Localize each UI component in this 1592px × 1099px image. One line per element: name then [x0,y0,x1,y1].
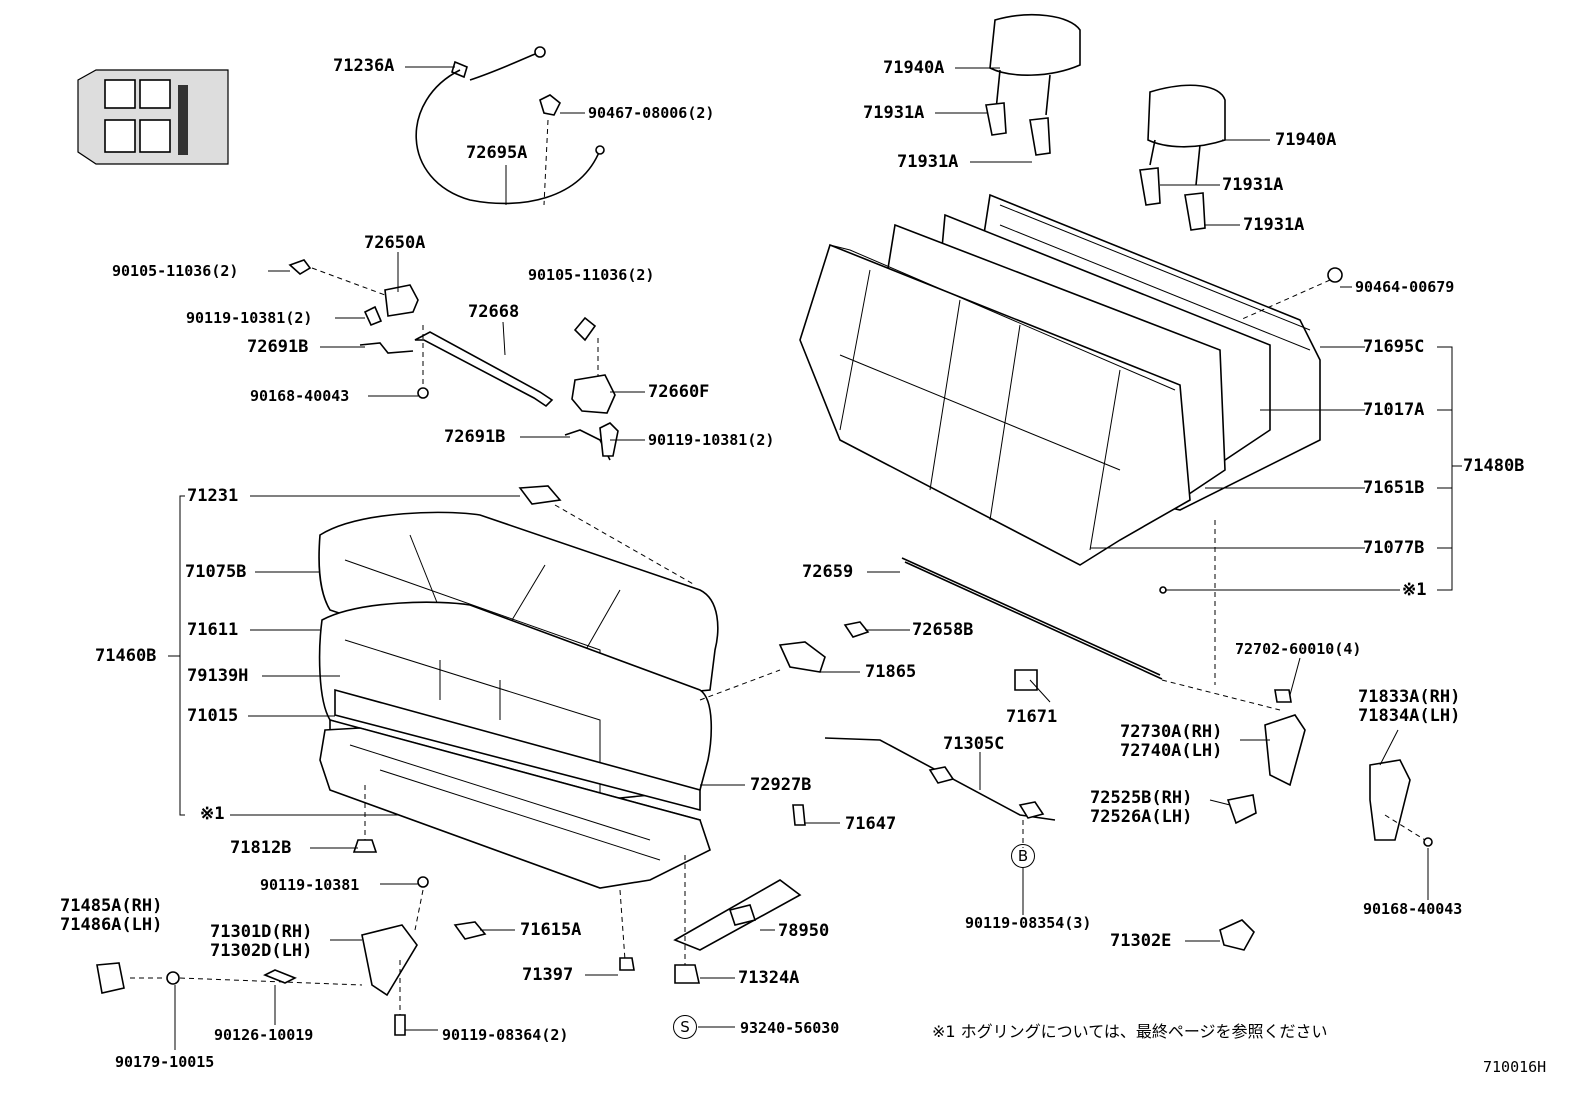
label-71017A: 71017A [1363,400,1425,420]
label-71931A-3: 71931A [1222,175,1284,195]
rod-72659 [901,557,1281,711]
hinge-assembly-right [564,316,619,461]
seat-back-assembly [799,193,1343,685]
label-71075B: 71075B [185,562,247,582]
label-90119-08364: 90119-08364(2) [442,1026,569,1044]
label-71302E: 71302E [1110,931,1172,951]
label-ref1-upper: ※1 [1402,580,1427,600]
label-71231: 71231 [187,486,239,506]
label-72658B: 72658B [912,620,974,640]
label-71931A-4: 71931A [1243,215,1305,235]
label-71833A: 71833A(RH) [1358,687,1461,707]
label-71486A: 71486A(LH) [60,915,163,935]
label-71302D: 71302D(LH) [210,941,313,961]
label-72525B: 72525B(RH) [1090,788,1193,808]
label-90119-10381-lower: 90119-10381(2) [648,431,775,449]
label-71611: 71611 [187,620,239,640]
label-71324A: 71324A [738,968,800,988]
circled-b-marker: B [1011,844,1035,868]
label-71671: 71671 [1006,707,1058,727]
label-90105-11036-right: 90105-11036(2) [528,266,655,284]
leader-lines [168,66,1462,1050]
figure-code: 710016H [1483,1058,1547,1076]
label-90464-00679: 90464-00679 [1355,278,1455,296]
label-71460B: 71460B [95,646,157,666]
label-71834A: 71834A(LH) [1358,706,1461,726]
label-72691B-lower: 72691B [444,427,506,447]
label-72650A: 72650A [364,233,426,253]
label-71651B: 71651B [1363,478,1425,498]
label-90105-11036-left: 90105-11036(2) [112,262,239,280]
label-71485A: 71485A(RH) [60,896,163,916]
label-ref1-lower: ※1 [200,804,225,824]
label-71931A-1: 71931A [863,103,925,123]
label-72660F: 72660F [648,382,710,402]
label-72740A: 72740A(LH) [1120,741,1223,761]
label-93240-56030: 93240-56030 [740,1019,840,1037]
label-72695A: 72695A [466,143,528,163]
label-72691B-upper: 72691B [247,337,309,357]
seat-location-thumbnail [77,69,229,165]
label-72659: 72659 [802,562,854,582]
circled-s-marker: S [673,1015,697,1039]
label-71236A: 71236A [333,56,395,76]
cable-72695A [415,46,605,206]
label-71301D: 71301D(RH) [210,922,313,942]
label-90179-10015: 90179-10015 [115,1053,215,1071]
headrest-right [1139,84,1226,231]
hinge-assembly-left [288,259,554,408]
label-78950: 78950 [778,921,830,941]
label-90168-40043-left: 90168-40043 [250,387,350,405]
label-71940A-left: 71940A [883,58,945,78]
label-71015: 71015 [187,706,239,726]
label-71931A-2: 71931A [897,152,959,172]
label-72526A: 72526A(LH) [1090,807,1193,827]
label-71077B: 71077B [1363,538,1425,558]
label-71480B: 71480B [1463,456,1525,476]
small-parts [96,621,1433,1036]
footnote: ※1 ホグリングについては、最終ページを参照ください [932,1022,1328,1041]
seat-cushion-assembly [318,485,719,971]
label-71812B: 71812B [230,838,292,858]
label-71615A: 71615A [520,920,582,940]
label-90467-08006: 90467-08006(2) [588,104,715,122]
label-90119-10381-bottom: 90119-10381 [260,876,360,894]
label-90119-08354: 90119-08354(3) [965,914,1092,932]
label-72668: 72668 [468,302,520,322]
label-71397: 71397 [522,965,574,985]
headrest-left [985,14,1081,156]
label-71695C: 71695C [1363,337,1425,357]
label-72702-60010: 72702-60010(4) [1235,640,1362,658]
label-90119-10381-upper: 90119-10381(2) [186,309,313,327]
label-71305C: 71305C [943,734,1005,754]
label-71865: 71865 [865,662,917,682]
label-90126-10019: 90126-10019 [214,1026,314,1044]
label-71647: 71647 [845,814,897,834]
label-90168-40043-right: 90168-40043 [1363,900,1463,918]
label-72927B: 72927B [750,775,812,795]
label-72730A: 72730A(RH) [1120,722,1223,742]
label-79139H: 79139H [187,666,249,686]
label-71940A-right: 71940A [1275,130,1337,150]
